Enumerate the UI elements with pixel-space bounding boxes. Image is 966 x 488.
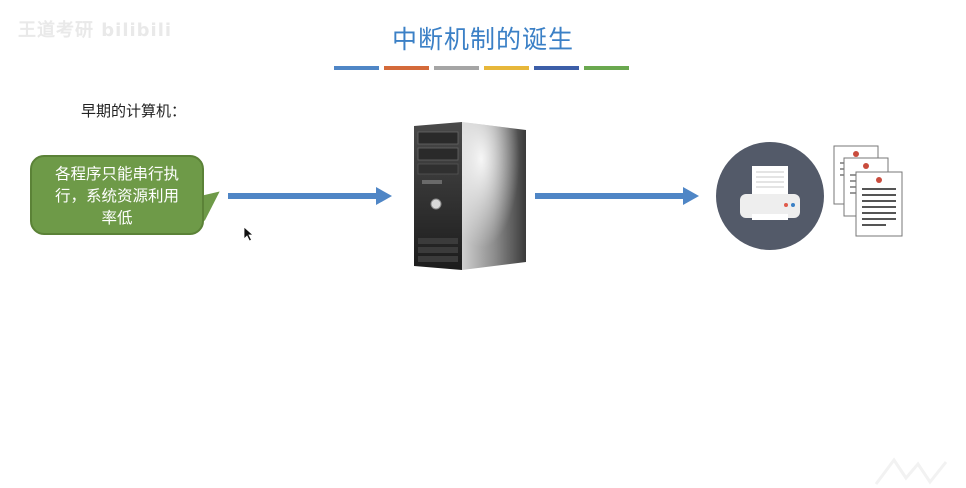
watermark-logo: 王道考研 bilibili	[18, 20, 173, 41]
printer-icon	[716, 142, 824, 250]
bubble-line-2: 行，系统资源利用	[54, 187, 179, 205]
divider-segment-yellow	[484, 66, 529, 70]
corner-decoration-icon	[874, 457, 948, 485]
arrow-to-computer-icon	[228, 187, 392, 205]
computer-tower-icon	[414, 122, 526, 270]
bubble-line-3: 率低	[101, 209, 133, 227]
mouse-pointer-icon	[243, 226, 255, 242]
divider-segment-gray	[434, 66, 479, 70]
divider-segment-navy	[534, 66, 579, 70]
title-divider	[334, 66, 629, 70]
divider-segment-green	[584, 66, 629, 70]
divider-segment-blue	[334, 66, 379, 70]
speech-bubble: 各程序只能串行执 行，系统资源利用 率低	[30, 155, 204, 235]
divider-segment-orange	[384, 66, 429, 70]
subtitle: 早期的计算机：	[81, 102, 187, 120]
bubble-line-1: 各程序只能串行执	[54, 165, 179, 183]
documents-icon	[833, 145, 903, 237]
slide-title: 中断机制的诞生	[391, 25, 574, 54]
arrow-to-printer-icon	[535, 187, 699, 205]
